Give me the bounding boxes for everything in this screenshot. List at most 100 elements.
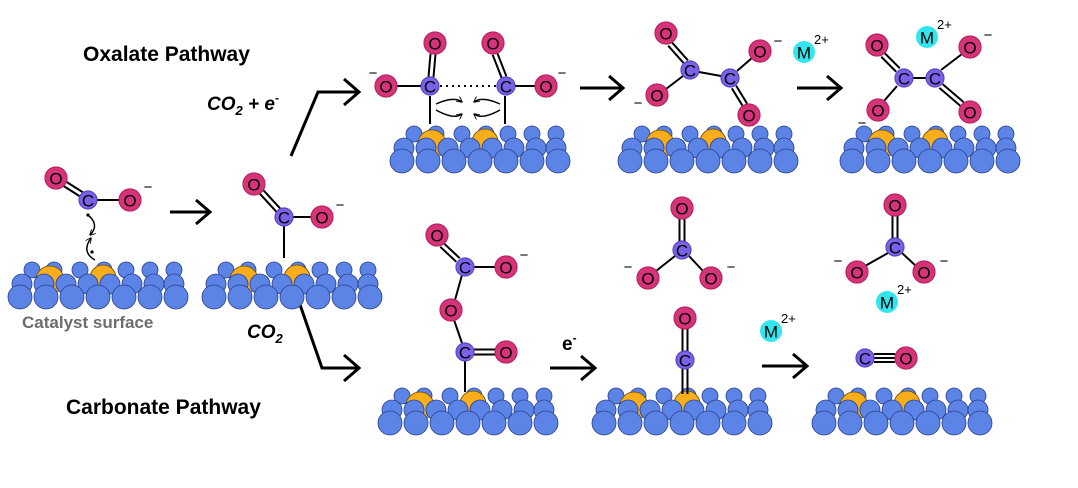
bond [688, 255, 704, 272]
surface-atom [865, 148, 891, 174]
svg-text:C: C [684, 62, 696, 81]
curved-arrow [474, 99, 501, 105]
oxygen-atom: O [310, 205, 334, 229]
curved-arrow [474, 109, 501, 116]
surface-atom [591, 410, 617, 436]
svg-text:O: O [870, 37, 883, 56]
carbonate-pathway-title: Carbonate Pathway [66, 396, 261, 419]
carbon-atom: C [925, 68, 945, 89]
surface-atom [85, 284, 111, 310]
surface-atom [279, 284, 305, 310]
svg-text:O: O [499, 259, 512, 278]
surface-atom [747, 148, 773, 174]
svg-text:C: C [679, 352, 691, 371]
svg-text:C: C [459, 259, 471, 278]
surface-atom [201, 284, 227, 310]
svg-text:M: M [880, 294, 894, 313]
svg-text:O: O [499, 344, 512, 363]
surface-atom [695, 148, 721, 174]
metal-ion-carbonate: M2+ [876, 282, 912, 313]
surface-atom [493, 148, 519, 174]
surface-atom [455, 410, 481, 436]
bond [454, 274, 463, 301]
bond [731, 85, 748, 107]
surface-atom [669, 148, 695, 174]
metal-ion-bound: M2+ [916, 17, 952, 48]
surface-atom [943, 148, 969, 174]
oxygen-atom: O [439, 298, 463, 322]
carbon-atom: C [78, 190, 98, 211]
bond [874, 353, 895, 363]
oxygen-atom: O [845, 260, 869, 284]
charge-label: − [858, 115, 867, 132]
surface-atom [915, 410, 941, 436]
svg-text:O: O [444, 302, 457, 321]
svg-text:O: O [428, 35, 441, 54]
surface-atom [811, 410, 837, 436]
oxygen-atom: O [494, 340, 518, 364]
carbon-atom: C [455, 257, 475, 278]
surface-atom [7, 284, 33, 310]
oxygen-atom: O [699, 266, 723, 290]
carbon-atom: C [455, 342, 475, 363]
surface-atom [967, 410, 993, 436]
charge-label: − [144, 179, 153, 196]
svg-text:C: C [859, 350, 871, 369]
svg-text:O: O [123, 192, 136, 211]
surface-atom [415, 148, 441, 174]
svg-text:O: O [704, 270, 717, 289]
svg-text:O: O [247, 176, 260, 195]
bond [655, 255, 676, 272]
charge-label: − [727, 259, 736, 276]
oxygen-atom: O [866, 98, 890, 122]
svg-text:C: C [898, 70, 910, 89]
surface-atom [163, 284, 189, 310]
surface-initial [7, 261, 189, 310]
oxygen-atom: O [670, 196, 694, 220]
oxygen-atom: O [912, 260, 936, 284]
surface-atom [721, 410, 747, 436]
charge-label: − [984, 27, 993, 44]
arrow-oxalate-step3 [797, 74, 844, 102]
surface-atom [519, 148, 545, 174]
svg-text:O: O [871, 102, 884, 121]
surface-atom [331, 284, 357, 310]
oxygen-atom: O [425, 223, 449, 247]
bond [938, 83, 965, 107]
annotations: −−−−−−−−−−−−− [86, 27, 993, 276]
svg-text:O: O [850, 264, 863, 283]
surface-atom [747, 410, 773, 436]
svg-text:O: O [917, 264, 930, 283]
surface-oxalate-coupling [389, 125, 571, 174]
bond [940, 53, 963, 71]
charge-label: − [940, 253, 949, 270]
surface-carbonate-intermediate [377, 387, 559, 436]
arrow-carbonate-step2 [550, 354, 598, 382]
surface-atom [507, 410, 533, 436]
surface-atom [481, 410, 507, 436]
bond [491, 52, 508, 79]
svg-text:C: C [889, 239, 901, 258]
oxygen-atom: O [118, 188, 142, 212]
svg-text:O: O [49, 170, 62, 189]
bond [453, 319, 463, 344]
bond [678, 219, 686, 241]
surface-adsorbed-co2 [201, 261, 383, 310]
oxygen-atom: O [654, 21, 678, 45]
surface-atom [137, 284, 163, 310]
arrow-carbonate-branch [295, 295, 362, 383]
oxalate-pathway-title: Oxalate Pathway [83, 43, 250, 66]
svg-text:O: O [742, 107, 755, 126]
bond [864, 252, 889, 267]
svg-text:O: O [888, 197, 901, 216]
surface-atom [643, 410, 669, 436]
svg-text:2+: 2+ [814, 32, 829, 47]
bond [681, 369, 689, 394]
charge-label: − [369, 65, 378, 82]
oxygen-atom: O [636, 266, 660, 290]
svg-text:O: O [675, 200, 688, 219]
charge-label: − [774, 33, 783, 50]
surface-atom [889, 410, 915, 436]
svg-text:C: C [424, 78, 436, 97]
